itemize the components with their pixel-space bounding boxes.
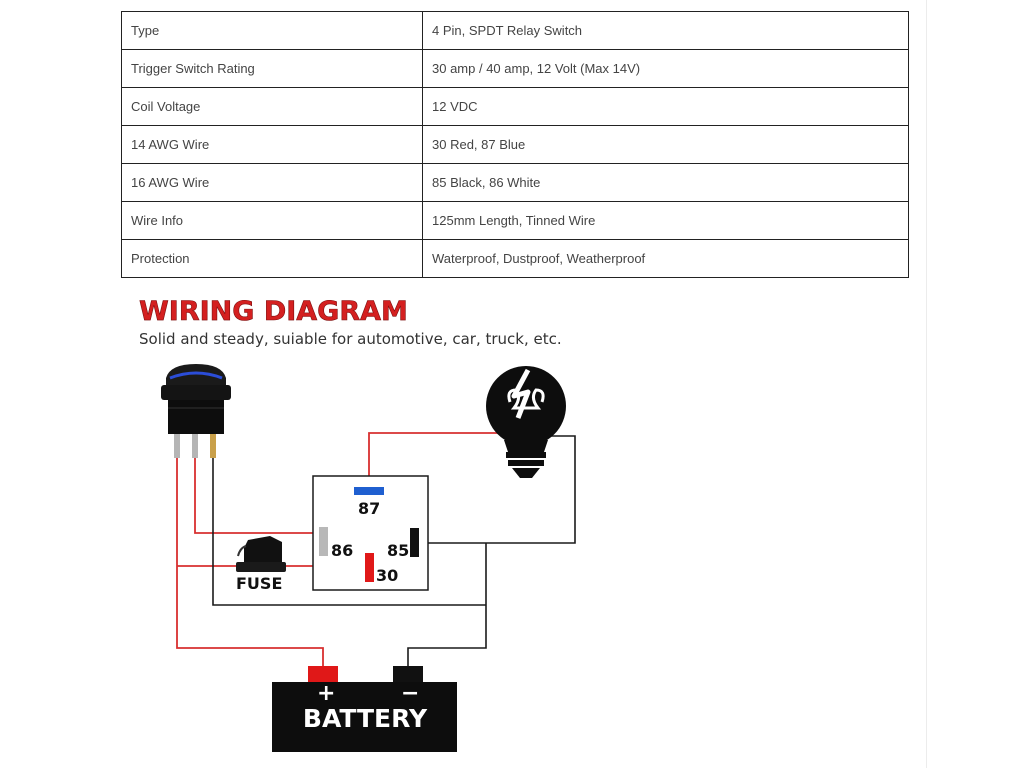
wiring-diagram: WIRING DIAGRAM Solid and steady, suiable… bbox=[139, 296, 576, 752]
battery-negative-terminal bbox=[393, 666, 423, 682]
relay-pin-86 bbox=[319, 527, 328, 556]
wire-black-pin85-to-bulb bbox=[419, 435, 576, 544]
spec-value: 30 Red, 87 Blue bbox=[422, 125, 909, 164]
table-row: Protection Waterproof, Dustproof, Weathe… bbox=[121, 239, 909, 278]
diagram-subtitle: Solid and steady, suiable for automotive… bbox=[139, 330, 562, 348]
spec-table: Type 4 Pin, SPDT Relay Switch Trigger Sw… bbox=[121, 11, 909, 278]
rocker-switch bbox=[161, 364, 231, 458]
relay-pin-87-label: 87 bbox=[358, 499, 380, 518]
battery-positive-terminal bbox=[308, 666, 338, 682]
relay-pin-30 bbox=[365, 553, 374, 582]
spec-label: Protection bbox=[121, 239, 423, 278]
spec-value: 30 amp / 40 amp, 12 Volt (Max 14V) bbox=[422, 49, 909, 88]
battery-plus-sign: + bbox=[317, 681, 335, 706]
spec-label: 14 AWG Wire bbox=[121, 125, 423, 164]
wire-black-switch-ground bbox=[212, 458, 486, 606]
diagram-title: WIRING DIAGRAM bbox=[139, 296, 408, 327]
page-right-border bbox=[926, 0, 927, 768]
table-row: 16 AWG Wire 85 Black, 86 White bbox=[121, 163, 909, 202]
bulb-icon bbox=[486, 366, 566, 478]
table-row: Type 4 Pin, SPDT Relay Switch bbox=[121, 11, 909, 50]
spec-label: Coil Voltage bbox=[121, 87, 423, 126]
spec-label: Wire Info bbox=[121, 201, 423, 240]
spec-value: 12 VDC bbox=[422, 87, 909, 126]
battery-minus-sign: − bbox=[401, 681, 419, 706]
relay-pin-30-label: 30 bbox=[376, 566, 398, 585]
wire-black-ground-to-battery bbox=[407, 543, 487, 668]
relay-pin-87 bbox=[354, 487, 384, 495]
table-row: Wire Info 125mm Length, Tinned Wire bbox=[121, 201, 909, 240]
spec-label: Trigger Switch Rating bbox=[121, 49, 423, 88]
spec-value: 4 Pin, SPDT Relay Switch bbox=[422, 11, 909, 50]
fuse-label: FUSE bbox=[236, 574, 282, 593]
wire-red-switch-to-battery bbox=[176, 458, 324, 668]
spec-label: 16 AWG Wire bbox=[121, 163, 423, 202]
spec-value: 125mm Length, Tinned Wire bbox=[422, 201, 909, 240]
table-row: 14 AWG Wire 30 Red, 87 Blue bbox=[121, 125, 909, 164]
spec-label: Type bbox=[121, 11, 423, 50]
fuse-icon: FUSE bbox=[236, 536, 286, 593]
spec-value: 85 Black, 86 White bbox=[422, 163, 909, 202]
relay-pin-85-label: 85 bbox=[387, 541, 409, 560]
table-row: Trigger Switch Rating 30 amp / 40 amp, 1… bbox=[121, 49, 909, 88]
relay: 87 86 85 30 bbox=[312, 475, 429, 591]
battery-label: BATTERY bbox=[303, 704, 428, 733]
wire-red-pin87-to-bulb bbox=[368, 432, 520, 487]
relay-pin-86-label: 86 bbox=[331, 541, 353, 560]
table-row: Coil Voltage 12 VDC bbox=[121, 87, 909, 126]
battery-body bbox=[272, 682, 457, 752]
wires bbox=[176, 432, 576, 668]
wire-red-switch-to-pin86 bbox=[194, 458, 319, 534]
spec-value: Waterproof, Dustproof, Weatherproof bbox=[422, 239, 909, 278]
relay-pin-85 bbox=[410, 528, 419, 557]
battery: + − BATTERY bbox=[272, 666, 457, 752]
